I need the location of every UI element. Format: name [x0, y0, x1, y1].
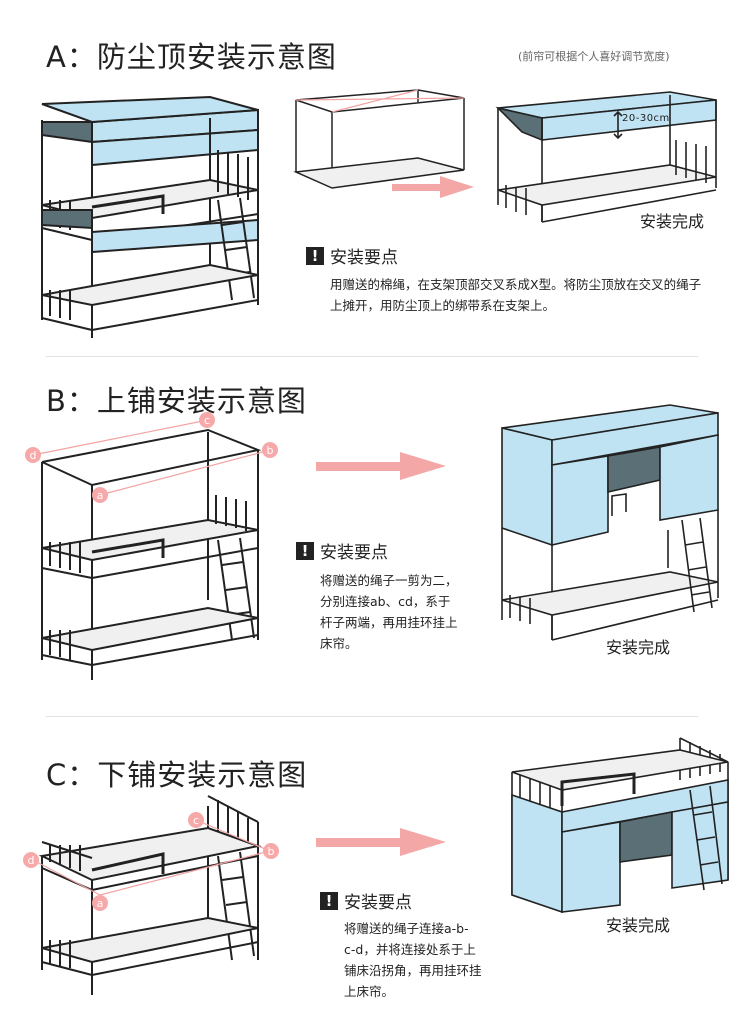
point-marker-d: d [25, 447, 41, 463]
point-label-d: d [30, 449, 37, 462]
section-a-title: A：防尘顶安装示意图 [46, 40, 337, 74]
section-b-tip-header: ! 安装要点 [296, 538, 388, 563]
point-marker-a: a [92, 895, 108, 911]
tip-line: 将赠送的绳子连接a-b- [344, 921, 469, 936]
divider-a-b [46, 356, 698, 357]
point-label-d: d [28, 854, 35, 867]
point-label-c: c [204, 414, 210, 427]
section-c-tip-title: 安装要点 [344, 893, 412, 913]
point-label-c: c [193, 814, 199, 827]
section-a-tip-header: ! 安装要点 [306, 243, 398, 268]
tip-line: 分别连接ab、cd，系于 [320, 594, 451, 609]
section-b-title: B：上铺安装示意图 [46, 384, 307, 418]
tip-line: 上床帘。 [344, 984, 395, 999]
dimension-label: 20-30cm [622, 113, 670, 124]
section-b-done-label: 安装完成 [606, 638, 671, 657]
point-marker-c: c [188, 812, 204, 828]
section-b-tip-text: 将赠送的绳子一剪为二， 分别连接ab、cd，系于 杆子两端，再用挂环挂上 床帘。 [320, 570, 500, 654]
tip-line: 杆子两端，再用挂环挂上 [320, 615, 458, 630]
point-label-a: a [97, 897, 104, 910]
section-c-tip-header: ! 安装要点 [320, 888, 412, 913]
tip-line: c-d，并将连接处系于上 [344, 942, 476, 957]
point-label-b: b [268, 845, 275, 858]
point-label-a: a [97, 489, 104, 502]
point-marker-a: a [92, 487, 108, 503]
warning-icon: ! [296, 541, 314, 560]
point-marker-b: b [263, 843, 279, 859]
section-b-tip-title: 安装要点 [320, 543, 388, 563]
section-c-done-label: 安装完成 [606, 916, 671, 935]
point-marker-c: c [199, 412, 215, 428]
section-c-title: C：下铺安装示意图 [46, 758, 308, 792]
divider-b-c [46, 716, 698, 717]
warning-icon: ! [320, 891, 338, 910]
tip-line: 将赠送的绳子一剪为二， [320, 573, 458, 588]
section-a-tip-text: 用赠送的棉绳，在支架顶部交叉系成X型。将防尘顶放在交叉的绳子上摊开，用防尘顶上的… [330, 277, 702, 313]
point-marker-d: d [23, 852, 39, 868]
point-marker-b: b [262, 442, 278, 458]
section-a-done-label: 安装完成 [640, 212, 705, 231]
section-a-note: (前帘可根据个人喜好调节宽度) [518, 50, 670, 63]
point-label-b: b [267, 444, 274, 457]
section-a-tip-title: 安装要点 [330, 248, 398, 268]
tip-line: 床帘。 [320, 636, 358, 651]
warning-icon: ! [306, 246, 324, 265]
section-c-tip-text: 将赠送的绳子连接a-b- c-d，并将连接处系于上 铺床沿拐角，再用挂环挂 上床… [344, 918, 524, 1002]
tip-line: 铺床沿拐角，再用挂环挂 [344, 963, 482, 978]
